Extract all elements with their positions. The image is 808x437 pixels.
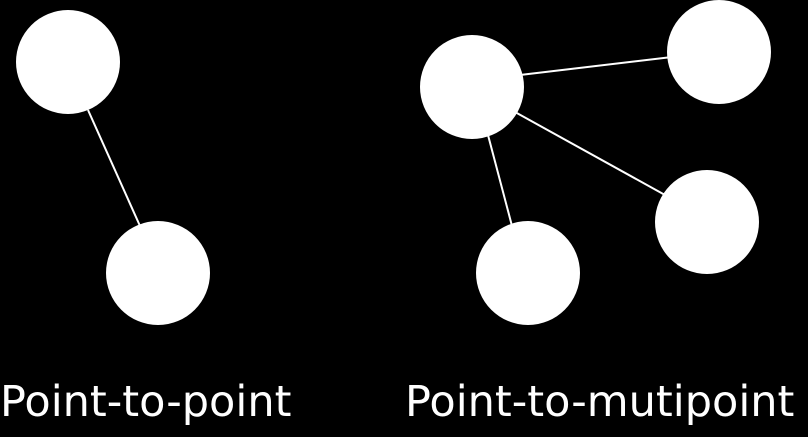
multipoint-node-top-right [667,0,771,104]
point-to-point-diagram [16,10,210,325]
multipoint-link-bottom [487,134,513,227]
multipoint-link-top-right [519,56,673,76]
multipoint-link-mid-right [514,111,666,196]
point-to-multipoint-label: Point-to-mutipoint [405,377,795,427]
point-to-point-node-b [106,221,210,325]
point-to-multipoint-diagram [420,0,771,325]
point-to-point-link [87,109,141,227]
multipoint-hub-node [420,35,524,139]
multipoint-node-mid-right [655,170,759,274]
point-to-point-node-a [16,10,120,114]
multipoint-node-bottom [476,221,580,325]
point-to-point-label: Point-to-point [0,377,292,427]
